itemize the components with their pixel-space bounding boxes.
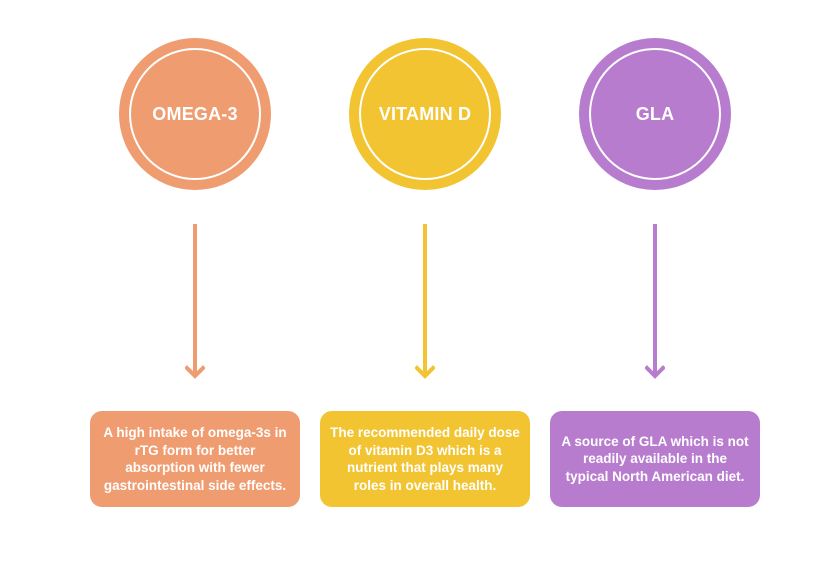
column-omega-3: OMEGA-3 A high intake of omega-3s in rTG… (90, 0, 300, 565)
description-text: The recommended daily dose of vitamin D3… (330, 425, 520, 493)
circle-title: OMEGA-3 (152, 103, 238, 124)
arrow-down-icon (645, 365, 665, 379)
arrow-stem (193, 224, 197, 374)
circle-ring (589, 48, 721, 180)
description-box: A high intake of omega-3s in rTG form fo… (90, 411, 300, 507)
gla-circle: GLA (579, 38, 731, 190)
circle-ring (129, 48, 261, 180)
arrow-stem (653, 224, 657, 374)
column-vitamin-d: VITAMIN D The recommended daily dose of … (320, 0, 530, 565)
description-box: The recommended daily dose of vitamin D3… (320, 411, 530, 507)
vitamin-d-circle: VITAMIN D (349, 38, 501, 190)
circle-title: VITAMIN D (378, 103, 472, 124)
omega-3-circle: OMEGA-3 (119, 38, 271, 190)
arrow-down-icon (415, 365, 435, 379)
circle-ring (359, 48, 491, 180)
arrow-stem (423, 224, 427, 374)
arrow-down-icon (185, 365, 205, 379)
description-text: A source of GLA which is not readily ava… (561, 433, 749, 484)
column-gla: GLA A source of GLA which is not readily… (550, 0, 760, 565)
description-text: A high intake of omega-3s in rTG form fo… (103, 425, 287, 493)
description-box: A source of GLA which is not readily ava… (550, 411, 760, 507)
circle-title: GLA (635, 103, 675, 124)
